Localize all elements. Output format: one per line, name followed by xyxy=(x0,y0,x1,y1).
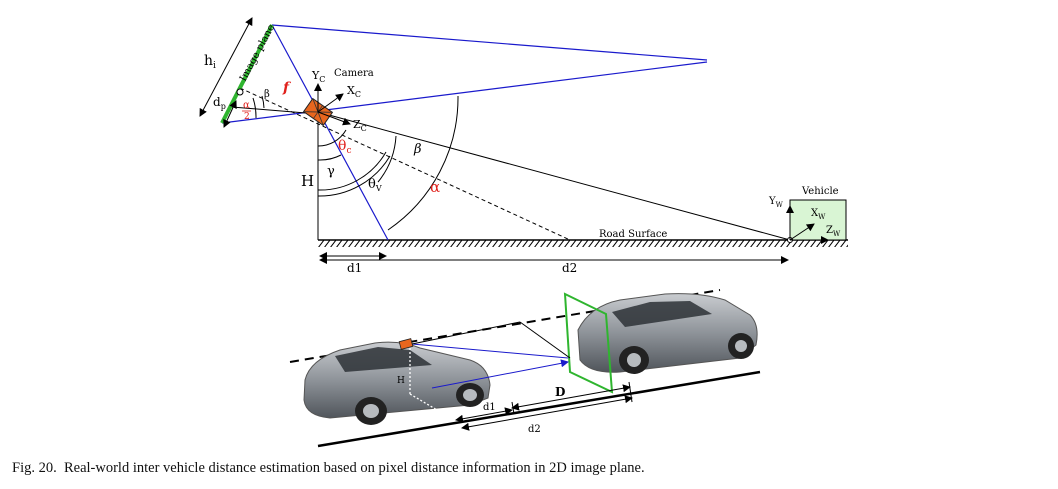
dp-dimension xyxy=(223,100,237,128)
optical-axis-dashed xyxy=(239,87,571,241)
road-hatching xyxy=(318,240,848,247)
bottom-D-label: D xyxy=(555,385,565,399)
lower-fov-ray xyxy=(271,24,389,241)
bottom-diagram: H D d1 d2 xyxy=(289,289,761,448)
alpha-label: α xyxy=(430,178,440,196)
ray-to-plane-black xyxy=(519,321,571,359)
hi-label: hi xyxy=(204,53,216,71)
dp-label: dp xyxy=(213,95,226,111)
alpha-half-den: 2 xyxy=(244,112,250,122)
bottom-H-label: H xyxy=(397,376,405,386)
bottom-d1-label: d1 xyxy=(483,402,496,413)
f-label: f xyxy=(282,80,292,96)
ray-to-vehicle xyxy=(317,111,791,241)
caption-label: Fig. 20. xyxy=(12,460,57,476)
top-diagram: Image plane hi dp f β α 2 Camera YC XC Z… xyxy=(199,17,848,275)
xc-label: XC xyxy=(347,84,361,99)
ego-car xyxy=(303,341,491,425)
image-plane-label: Image plane xyxy=(238,23,277,84)
camera-to-plane-ray xyxy=(411,343,569,359)
theta-c-arc xyxy=(317,129,347,147)
zw-label: ZW xyxy=(826,225,841,238)
ground-projection-ray xyxy=(431,359,569,389)
image-point xyxy=(236,88,244,96)
xw-label: XW xyxy=(811,208,826,221)
d2-bottom-dimension xyxy=(461,395,633,431)
car-camera-icon xyxy=(398,338,414,350)
beta-label: β xyxy=(413,142,422,157)
d-tick-1 xyxy=(511,401,515,415)
d1-label: d1 xyxy=(347,261,362,275)
alpha-arc xyxy=(387,95,459,231)
caption-text: Real-world inter vehicle distance estima… xyxy=(63,460,645,476)
alpha-half-arc xyxy=(252,97,257,119)
theta-v-label: θV xyxy=(368,177,382,193)
theta-v-arc-1 xyxy=(317,151,387,191)
zc-label: ZC xyxy=(353,118,367,133)
car-ground-dotted xyxy=(409,393,455,421)
H-label: H xyxy=(301,172,314,190)
small-beta-label: β xyxy=(264,89,270,100)
theta-c-label: θc xyxy=(338,138,351,156)
camera-label: Camera xyxy=(334,68,374,79)
road-surface-label: Road Surface xyxy=(599,229,667,240)
hi-dimension xyxy=(199,17,253,117)
gamma-label: γ xyxy=(327,164,335,179)
upper-fov-ray xyxy=(271,24,708,61)
camera-ray-black xyxy=(411,321,521,345)
figure-caption: Fig. 20. Real-world inter vehicle distan… xyxy=(12,460,1052,477)
lead-car xyxy=(577,293,758,374)
d-tick-2 xyxy=(628,381,633,403)
gamma-arc xyxy=(317,154,342,161)
small-beta-arc xyxy=(261,95,265,109)
xw-axis xyxy=(789,223,815,241)
xc-axis xyxy=(317,93,344,113)
d2-label: d2 xyxy=(562,261,577,275)
zc-axis xyxy=(317,111,351,126)
upper-ray-to-far xyxy=(221,61,708,124)
yc-label: YC xyxy=(311,69,325,84)
beta-arc xyxy=(377,135,397,183)
alpha-half-num: α xyxy=(243,100,250,111)
theta-v-arc-2 xyxy=(317,155,391,197)
vehicle-label: Vehicle xyxy=(801,186,839,197)
bottom-d2-label: d2 xyxy=(528,424,541,435)
yw-label: YW xyxy=(768,196,784,209)
